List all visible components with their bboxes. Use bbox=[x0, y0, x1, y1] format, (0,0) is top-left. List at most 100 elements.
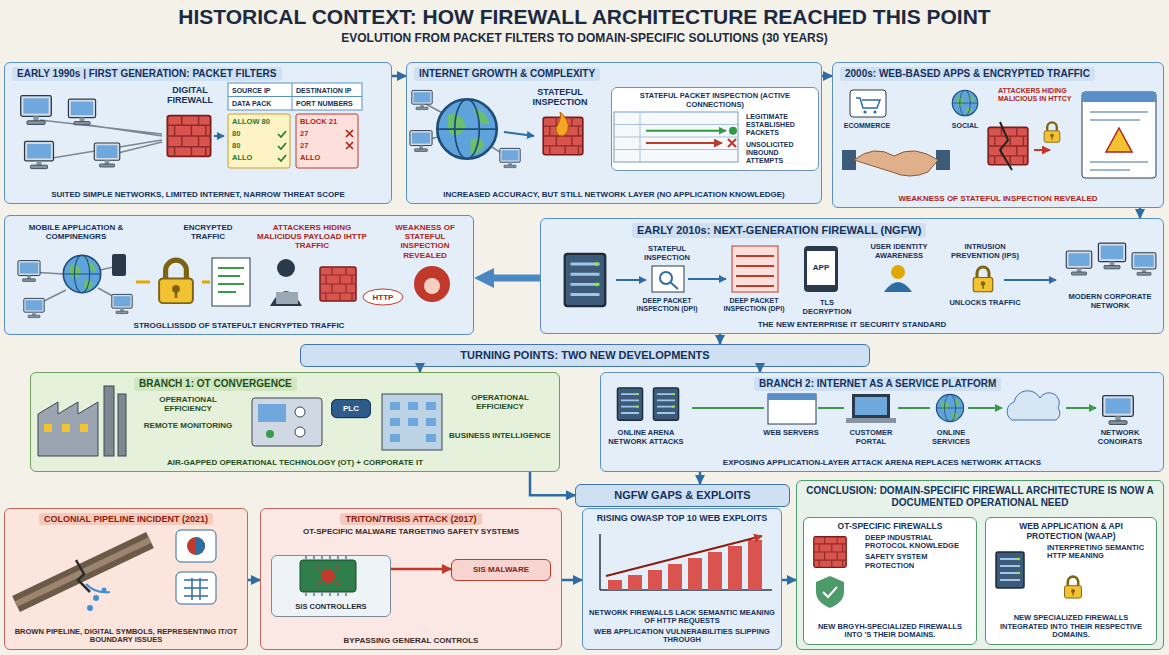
label-text: UNLOCKS TRAFFIC bbox=[944, 299, 1026, 308]
label-slot: UNSOLICITED INBOUND ATTEMPTS bbox=[746, 140, 816, 166]
conclusion-art-shape bbox=[816, 576, 844, 608]
label-slot: ECOMMERCE bbox=[840, 121, 894, 131]
packet-filter-art-shape bbox=[167, 116, 210, 157]
section-band: NGFW GAPS & EXPLOITS bbox=[575, 484, 790, 507]
label-slot: 80 bbox=[232, 141, 276, 152]
service-platform-art-shape bbox=[846, 418, 896, 423]
node-fill bbox=[803, 517, 977, 645]
stateful-art-shape bbox=[614, 112, 738, 162]
node-text: NETWORK FIREWALLS LACK SEMANTIC MEANING … bbox=[588, 609, 776, 626]
packet-filter-art bbox=[21, 83, 362, 169]
owasp-chart-art-shape bbox=[728, 546, 742, 590]
ngfw-art-shape bbox=[1132, 253, 1156, 275]
web-apps-art-shape bbox=[1082, 92, 1156, 102]
inspection-table: STATEFUL PACKET INSPECTION (ACTIVE CONNE… bbox=[611, 87, 819, 171]
triton-art-shape bbox=[300, 560, 356, 592]
label-slot: DATA PACK bbox=[232, 99, 290, 109]
label-text: OPERATIONAL EFFICIENCY bbox=[136, 395, 240, 413]
node-fill bbox=[331, 399, 371, 418]
stateful-art-shape bbox=[437, 99, 497, 159]
branch-panel: BRANCH 2: INTERNET AS A SERVICE PLATFORM… bbox=[600, 372, 1164, 472]
label-slot: ONLINE SERVICES bbox=[918, 428, 984, 447]
node-heading: OT-SPECIFIC FIREWALLS bbox=[809, 522, 971, 532]
encrypted-traffic-art-shape bbox=[136, 281, 150, 284]
conclusion-art-shape bbox=[996, 552, 1024, 588]
pipeline-art-shape bbox=[184, 578, 208, 600]
plc-box: PLC bbox=[331, 399, 371, 418]
label-text: DEEP PACKET INSPECTION (DPI) bbox=[712, 297, 796, 313]
node-fill bbox=[30, 372, 560, 472]
node-fill bbox=[582, 508, 782, 650]
flow-arrow bbox=[562, 579, 582, 582]
pipeline-art-shape bbox=[16, 540, 150, 604]
node-text: NEW SPECIALIZED FIREWALLS INTEGRATED INT… bbox=[991, 614, 1151, 640]
encrypted-traffic-art-shape bbox=[159, 260, 193, 303]
label-text: ALLO bbox=[232, 154, 276, 163]
node-heading: 2000s: WEB-BASED APPS & ENCRYPTED TRAFFI… bbox=[840, 67, 1095, 81]
label-text: STATEFUL INSPECTION bbox=[630, 245, 704, 262]
service-platform-art-shape bbox=[1103, 396, 1134, 425]
label-text: ALLO bbox=[300, 154, 344, 163]
node-fill bbox=[260, 508, 562, 650]
label-text: LEGITIMATE ESTABLISHED PACKETS bbox=[746, 113, 816, 137]
ot-convergence-art bbox=[38, 386, 442, 456]
node-text: SUITED SIMPLE NETWORKS, LIMITED INTERNET… bbox=[10, 190, 386, 199]
solution-box: OT-SPECIFIC FIREWALLSDEEP INDUSTRIAL PRO… bbox=[803, 517, 977, 645]
owasp-chart-art-shape bbox=[608, 580, 622, 590]
node-heading: EARLY 1990s | FIRST GENERATION: PACKET F… bbox=[12, 67, 282, 81]
stateful-art-shape bbox=[556, 112, 568, 136]
stateful-art-shape bbox=[646, 130, 726, 132]
node-fill bbox=[4, 62, 392, 204]
web-apps-art-shape bbox=[1034, 149, 1050, 151]
label-text: WEAKNESS OF STATEFUL INSPECTION REVEALED bbox=[380, 223, 470, 260]
encrypted-traffic-art-shape bbox=[424, 278, 440, 294]
packet-filter-art-shape bbox=[228, 114, 290, 168]
label-slot: SOURCE IP bbox=[232, 86, 290, 96]
ot-convergence-art-shape bbox=[266, 430, 274, 438]
flow-arrow bbox=[391, 568, 451, 571]
ngfw-art-shape bbox=[688, 278, 726, 280]
triton-art-shape bbox=[306, 556, 346, 596]
spacer bbox=[266, 538, 556, 635]
packet-filter-art-shape bbox=[296, 114, 358, 168]
node-fill bbox=[540, 218, 1164, 334]
label-text: ONLINE ARENA NETWORK ATTACKS bbox=[604, 429, 688, 446]
node-text: NEW BRGYH-SPECIALIZED FIREWALLS INTO 'S … bbox=[809, 623, 971, 640]
label-text: APP bbox=[806, 263, 836, 272]
ot-convergence-art-shape bbox=[104, 386, 114, 456]
stateful-art-shape bbox=[728, 139, 736, 147]
pipeline-art-shape bbox=[176, 572, 216, 604]
web-apps-art-shape bbox=[856, 98, 880, 108]
label-text: CUSTOMER PORTAL bbox=[838, 429, 904, 446]
web-apps-art-shape bbox=[863, 110, 866, 113]
node-fill bbox=[796, 480, 1164, 650]
label-text: HTTP bbox=[365, 293, 401, 302]
ngfw-art-shape bbox=[973, 267, 993, 292]
conclusion-art-shape bbox=[814, 537, 846, 568]
ot-convergence-art-shape bbox=[118, 394, 126, 456]
label-slot: BUSINESS INTELLIGENCE bbox=[448, 430, 552, 441]
encrypted-traffic-art bbox=[18, 254, 450, 318]
node-heading: STROGLLISSDD OF STATEFULT ENCRYPTED TRAF… bbox=[10, 321, 468, 330]
packet-filter-art-shape bbox=[278, 131, 286, 161]
label-slot: OPERATIONAL EFFICIENCY bbox=[136, 394, 240, 414]
owasp-chart-art-shape bbox=[668, 564, 682, 590]
flow-arrow bbox=[1139, 208, 1142, 218]
label-slot: ALLO bbox=[300, 153, 344, 164]
node-fill bbox=[4, 215, 474, 335]
encrypted-traffic-art-shape bbox=[18, 261, 40, 282]
section-band: TURNING POINTS: TWO NEW DEVELOPMENTS bbox=[300, 344, 870, 367]
node-heading: COLONIAL PIPELINE INCIDENT (2021) bbox=[39, 513, 213, 525]
node-fill bbox=[406, 62, 822, 204]
label-text: 80 bbox=[232, 130, 276, 139]
ngfw-art-shape bbox=[884, 282, 912, 292]
web-apps-art-shape bbox=[988, 127, 1028, 164]
label-slot: ENCRYPTED TRAFFIC bbox=[172, 222, 244, 242]
label-text: OPERATIONAL EFFICIENCY bbox=[448, 393, 552, 411]
node-text: BYPASSING GENERAL CONTROLS bbox=[266, 636, 556, 645]
label-slot: OPERATIONAL EFFICIENCY bbox=[448, 392, 552, 412]
ngfw-art-shape bbox=[565, 254, 606, 306]
encrypted-traffic-art-shape bbox=[24, 298, 44, 317]
encrypted-traffic-art-shape bbox=[112, 254, 126, 276]
encrypted-traffic-art-shape bbox=[270, 291, 302, 306]
